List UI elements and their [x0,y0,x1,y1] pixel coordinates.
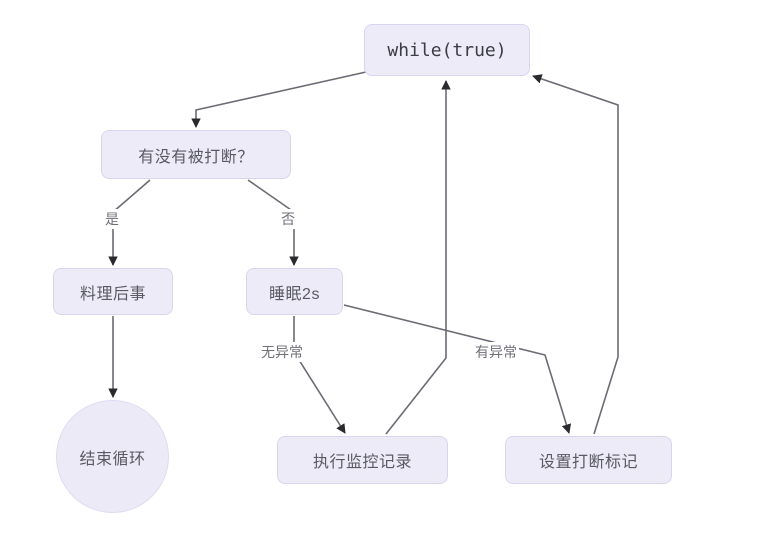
edge-sleep-to-monitor [293,316,346,434]
node-execute-monitor-log-label: 执行监控记录 [312,454,412,471]
node-interrupted-question[interactable]: 有没有被打断？ [101,130,291,179]
node-end-loop[interactable]: 结束循环 [56,400,169,513]
node-while-true-label: while(true) [387,39,507,61]
edge-setflag-to-while [532,74,619,435]
node-set-interrupt-flag[interactable]: 设置打断标记 [505,436,672,484]
node-set-interrupt-flag-label: 设置打断标记 [538,454,638,471]
node-sleep-2s-label: 睡眠2s [269,285,320,303]
edge-label-no-exception: 无异常 [259,342,305,362]
node-while-true[interactable]: while(true) [364,24,530,76]
node-cleanup-label: 料理后事 [79,285,146,303]
node-execute-monitor-log[interactable]: 执行监控记录 [277,436,448,484]
edge-label-yes: 是 [103,209,121,229]
edge-while-to-interrupted [191,71,367,128]
edge-label-has-exception: 有异常 [473,342,519,362]
edge-label-no: 否 [279,209,297,229]
node-cleanup[interactable]: 料理后事 [53,268,173,315]
node-sleep-2s[interactable]: 睡眠2s [246,268,343,315]
node-end-loop-label: 结束循环 [79,450,146,468]
edge-sleep-to-setflag [343,304,572,434]
edge-monitor-to-while [385,80,451,435]
node-interrupted-question-label: 有没有被打断？ [138,148,254,166]
